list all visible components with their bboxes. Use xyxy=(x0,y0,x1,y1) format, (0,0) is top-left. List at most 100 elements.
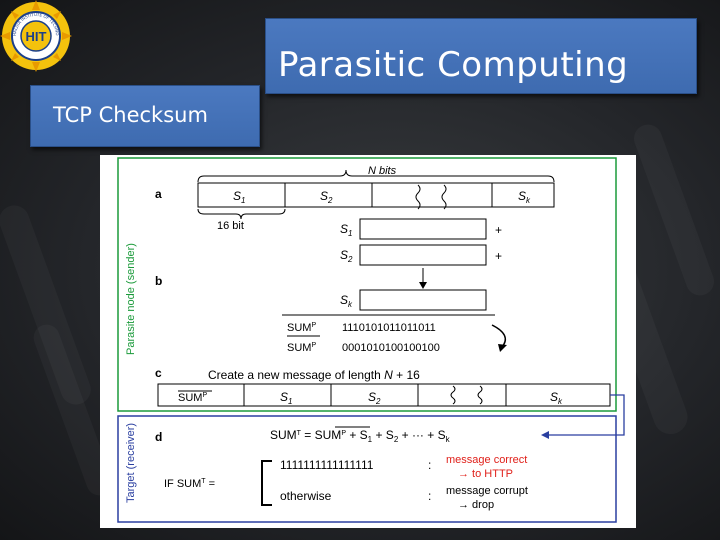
d-correct-1: message correct xyxy=(446,454,527,466)
b-s2-text: S xyxy=(340,248,348,262)
part-a-label: a xyxy=(155,187,162,201)
b-row2-op: + xyxy=(495,249,502,263)
b-comp-label: SUM xyxy=(287,342,311,354)
d-sump: SUM xyxy=(315,428,342,442)
part-c-label: c xyxy=(155,366,162,380)
16bit-brace xyxy=(197,208,286,220)
title-box: Parasitic Computing xyxy=(265,18,697,94)
d-otherwise: otherwise xyxy=(280,489,332,503)
d-ones: 1111111111111111 xyxy=(280,458,374,472)
b-comp-sup: P xyxy=(311,342,316,349)
c-sk-sub: k xyxy=(558,397,563,406)
b-sum-sup: P xyxy=(311,322,316,329)
b-s1-text: S xyxy=(340,222,348,236)
c-text-post: + 16 xyxy=(393,368,420,382)
b-complement-arrow xyxy=(491,324,507,348)
d-corrupt-2: → drop xyxy=(458,499,494,511)
slide-title: Parasitic Computing xyxy=(278,45,629,85)
c-sum-cell: SUMP xyxy=(178,392,207,404)
c-text-var: N xyxy=(384,368,393,382)
d-sub2: 2 xyxy=(394,435,399,444)
b-row1-op: + xyxy=(495,223,502,237)
b-s2-sub: 2 xyxy=(347,255,353,264)
d-rest2: + S xyxy=(372,428,394,442)
d-if-label: IF SUM xyxy=(164,478,201,490)
d-case-bracket xyxy=(261,460,272,506)
b-down-arrow-head xyxy=(419,282,427,289)
break-c2 xyxy=(477,385,483,405)
sk-label-a: Sk xyxy=(518,189,531,205)
s1-a-text: S xyxy=(233,189,241,203)
c-text: Create a new message of length N + 16 xyxy=(208,368,420,382)
break-a1 xyxy=(415,184,421,210)
c-s1-sub: 1 xyxy=(288,397,292,406)
s2-a-text: S xyxy=(320,189,328,203)
d-sump-sup: P xyxy=(341,430,346,437)
institute-logo: HIT HALDIA INSTITUTE OF TECHNOLOGY xyxy=(0,0,72,72)
c-sum-sup: P xyxy=(202,392,207,399)
b-row3-label: Sk xyxy=(340,293,353,309)
c-sk-text: S xyxy=(550,390,558,404)
b-comp-value: 0001010100100100 xyxy=(342,342,440,354)
b-sk-text: S xyxy=(340,293,348,307)
d-eq1: = xyxy=(301,428,315,442)
d-sumt-sup: T xyxy=(297,430,302,437)
c-to-d-arrow-head xyxy=(541,431,549,439)
b-row1-label: S1 xyxy=(340,222,352,238)
b-sum-row: SUMP xyxy=(287,322,316,334)
s2-a-sub: 2 xyxy=(327,196,333,205)
logo-text: HIT xyxy=(26,29,47,44)
c-s2-cell: S2 xyxy=(368,390,381,406)
c-s1-cell: S1 xyxy=(280,390,292,406)
c-s1-text: S xyxy=(280,390,288,404)
n-bits-brace xyxy=(197,169,555,183)
d-colon-2: : xyxy=(428,489,431,503)
b-row1-box xyxy=(359,218,487,240)
d-sub1: 1 xyxy=(368,435,373,444)
b-row2-box xyxy=(359,244,487,266)
sk-a-text: S xyxy=(518,189,526,203)
sk-a-sub: k xyxy=(526,196,531,205)
d-corrupt-1: message corrupt xyxy=(446,485,528,497)
n-bits-label: N bits xyxy=(368,165,397,177)
b-comp-row: SUMP xyxy=(287,342,316,354)
d-if-eq: = xyxy=(206,478,215,490)
b-sum-value: 1110101011011011 xyxy=(342,322,436,334)
d-rest3: + ··· + S xyxy=(398,428,445,442)
c-s2-text: S xyxy=(368,390,376,404)
receiver-label: Target (receiver) xyxy=(125,423,137,503)
checksum-diagram: Parasite node (sender) Target (receiver)… xyxy=(117,157,625,523)
d-correct-2: → to HTTP xyxy=(458,468,513,480)
message-bar-a xyxy=(197,182,555,208)
d-rest1: + S xyxy=(346,428,368,442)
b-row3-box xyxy=(359,289,487,311)
b-sum-label: SUM xyxy=(287,322,311,334)
s1-a-sub: 1 xyxy=(241,196,245,205)
d-equation: SUMT = SUMP + S1 + S2 + ··· + Sk xyxy=(270,428,451,444)
d-sumt: SUM xyxy=(270,428,297,442)
s1-label-a: S1 xyxy=(233,189,245,205)
b-row2-label: S2 xyxy=(340,248,353,264)
16bit-label: 16 bit xyxy=(217,220,244,232)
b-s1-sub: 1 xyxy=(348,229,352,238)
c-text-pre: Create a new message of length xyxy=(208,368,384,382)
sender-frame xyxy=(117,157,617,412)
c-s2-sub: 2 xyxy=(375,397,381,406)
subtitle-box: TCP Checksum xyxy=(30,85,260,147)
message-bar-c xyxy=(157,383,611,407)
c-to-d-connector xyxy=(548,394,625,436)
part-d-label: d xyxy=(155,430,162,444)
slide-subtitle: TCP Checksum xyxy=(53,103,208,127)
break-c1 xyxy=(450,385,456,405)
c-sk-cell: Sk xyxy=(550,390,563,406)
s2-label-a: S2 xyxy=(320,189,333,205)
c-sum-label: SUM xyxy=(178,392,202,404)
receiver-frame xyxy=(117,415,617,523)
part-b-label: b xyxy=(155,274,162,288)
d-subk: k xyxy=(446,435,451,444)
d-if-sup: T xyxy=(201,478,206,485)
b-sk-sub: k xyxy=(348,300,353,309)
d-if-row: IF SUMT = xyxy=(164,478,215,490)
break-a2 xyxy=(441,184,447,210)
sender-label: Parasite node (sender) xyxy=(125,243,137,355)
